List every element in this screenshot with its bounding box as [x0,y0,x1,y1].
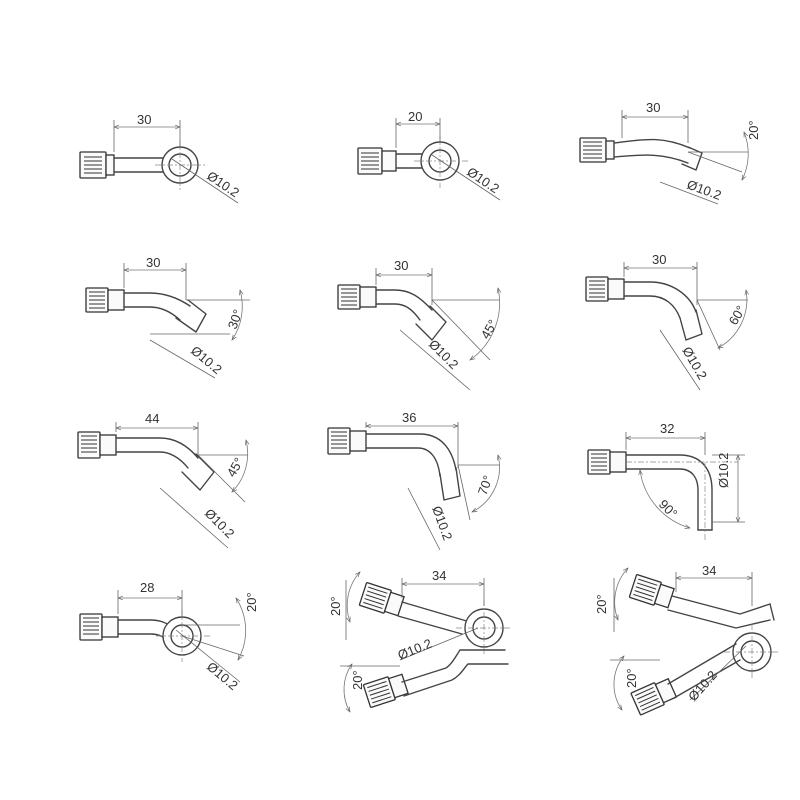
hose-nut [587,449,627,475]
fitting-double-banjo-a: 20° 34 Ø10.2 20° [328,568,512,712]
diameter-label: Ø10.2 [679,344,710,382]
hose-nut [357,147,397,175]
hose-nut [585,276,625,302]
fitting-bent-45: 45° 30 Ø10.2 [337,258,500,391]
hose-nut [628,574,675,609]
dimension-label: 34 [432,568,446,583]
diameter-label: Ø10.2 [204,168,242,200]
fitting-bent-60: 60° 30 Ø10.2 [585,252,749,391]
dimension-label: 32 [660,421,674,436]
angle-label-bottom: 20° [624,668,639,688]
fitting-bent-20: 20° 30 Ø10.2 [579,100,761,205]
hose-nut [337,284,377,310]
dimension-label: 34 [702,563,716,578]
hose-nut [362,673,409,708]
angle-label: 20° [746,120,761,140]
hose-nut [327,427,367,455]
fitting-bent-30: 30° 30 Ø10.2 [85,255,250,379]
fitting-bent-90: 90° 32 Ø10.2 [587,421,745,540]
fitting-bent-70: 70° 36 Ø10.2 [327,410,500,551]
dimension-label: 30 [137,112,151,127]
dimension-label: 30 [652,252,666,267]
dimension-label: 20 [408,109,422,124]
dimension-label: 36 [402,410,416,425]
fitting-straight-banjo-20: 20 Ø10.2 [357,109,502,201]
diameter-label: Ø10.2 [202,506,238,542]
dimension-label: 30 [394,258,408,273]
dimension-label: 44 [145,411,159,426]
angle-label: 70° [475,473,496,497]
diameter-label: Ø10.2 [464,164,502,196]
fitting-banjo-20: 20° 28 Ø10.2 [79,580,259,693]
hose-nut [85,287,125,313]
fitting-straight-banjo-30: 30 Ø10.2 [79,112,242,204]
hose-nut [77,431,117,459]
angle-label-top: 20° [328,596,343,616]
dimension-label: 28 [140,580,154,595]
diameter-label: Ø10.2 [396,636,434,663]
fitting-double-banjo-b: 20° 34 20° Ø10.2 [594,563,780,716]
hose-nut [579,137,615,163]
hose-nut [79,151,115,179]
dimension-label: 30 [646,100,660,115]
diameter-label: Ø10.2 [716,453,731,488]
diameter-label: Ø10.2 [685,668,720,704]
hose-nut [358,582,405,617]
angle-label: 60° [726,303,749,328]
fitting-bent-45-long: 45° 44 Ø10.2 [77,411,248,549]
diameter-label: Ø10.2 [426,337,462,373]
dimension-label: 30 [146,255,160,270]
angle-label: 20° [244,592,259,612]
diameter-label: Ø10.2 [204,659,241,693]
angle-label-top: 20° [594,594,609,614]
angle-label: 90° [656,497,681,522]
hose-nut [630,677,678,716]
diameter-label: Ø10.2 [188,343,225,377]
hose-nut [79,613,119,641]
angle-label: 30° [225,307,246,331]
angle-label-bottom: 20° [350,670,365,690]
